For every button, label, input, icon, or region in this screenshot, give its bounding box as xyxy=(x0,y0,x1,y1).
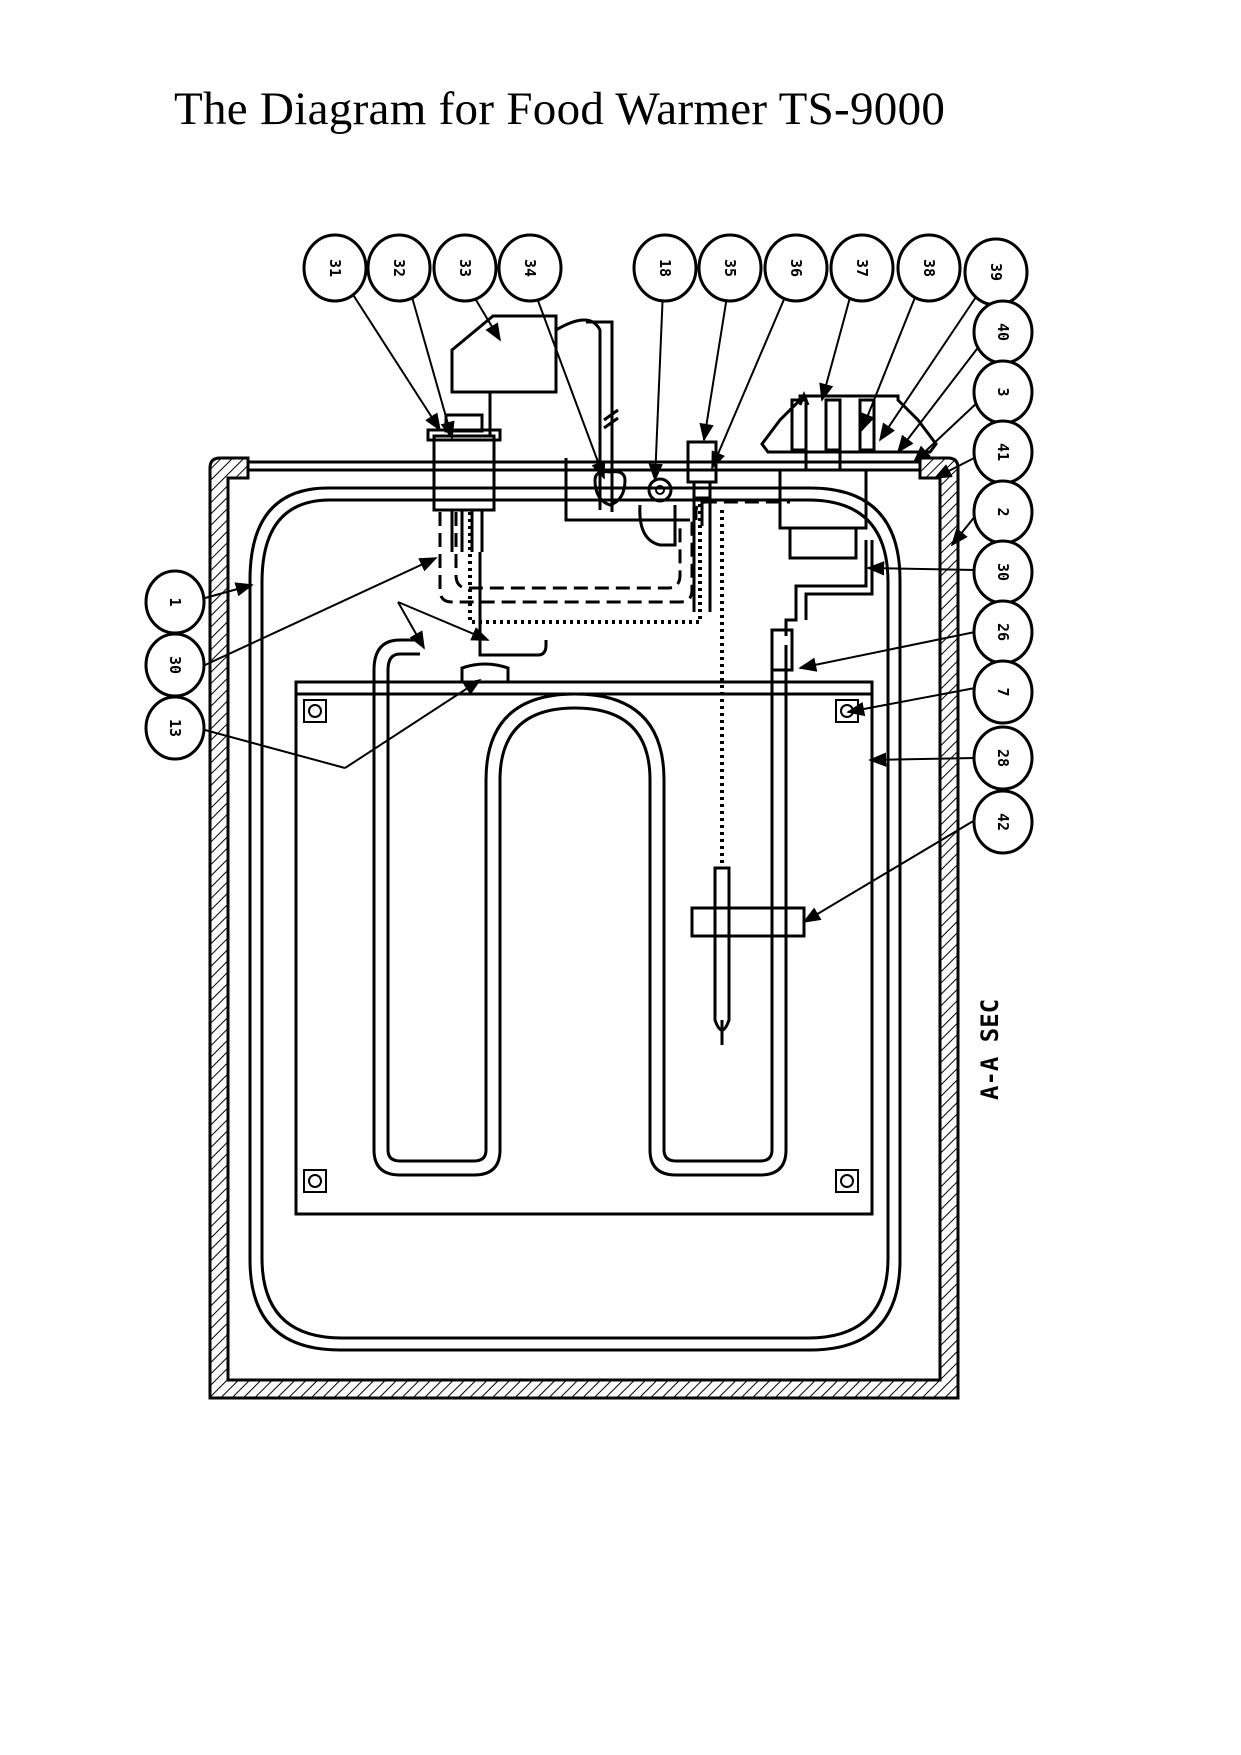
callout-7: 7 xyxy=(972,659,1034,725)
section-label: A-A SEC xyxy=(976,999,1004,1100)
svg-text:28: 28 xyxy=(994,749,1012,767)
heating-plate xyxy=(294,680,874,1216)
svg-text:35: 35 xyxy=(721,259,739,277)
callout-33: 33 xyxy=(432,233,498,303)
ignition-module xyxy=(450,314,619,512)
plate-bolt xyxy=(303,1169,327,1193)
svg-text:31: 31 xyxy=(326,259,344,277)
callout-30-right: 30 xyxy=(972,539,1034,605)
callout-34: 34 xyxy=(497,233,563,303)
callout-42: 42 xyxy=(972,789,1034,855)
svg-text:2: 2 xyxy=(994,507,1012,516)
callout-41: 41 xyxy=(972,419,1034,485)
page-title: The Diagram for Food Warmer TS-9000 xyxy=(174,83,946,135)
outer-housing xyxy=(208,456,960,1400)
gas-lines xyxy=(438,500,790,624)
svg-text:42: 42 xyxy=(994,813,1012,831)
svg-text:34: 34 xyxy=(521,259,539,277)
gas-valve xyxy=(426,413,548,657)
callout-2: 2 xyxy=(972,479,1034,545)
callout-3: 3 xyxy=(972,359,1034,425)
callouts: 31 32 33 34 18 35 36 37 xyxy=(144,233,1034,855)
thermostat-regulator xyxy=(760,390,938,636)
svg-text:38: 38 xyxy=(920,259,938,277)
svg-text:30: 30 xyxy=(166,656,184,674)
plate-bolt xyxy=(835,1169,859,1193)
svg-text:36: 36 xyxy=(787,259,805,277)
svg-text:7: 7 xyxy=(994,687,1012,696)
svg-text:3: 3 xyxy=(994,387,1012,396)
callout-37: 37 xyxy=(829,233,895,303)
callout-38: 38 xyxy=(896,233,962,303)
svg-text:41: 41 xyxy=(994,443,1012,461)
callout-18: 18 xyxy=(632,233,698,303)
callout-28: 28 xyxy=(972,725,1034,791)
burner-tube xyxy=(372,628,794,1177)
callout-39: 39 xyxy=(963,237,1029,307)
svg-text:30: 30 xyxy=(994,563,1012,581)
svg-text:26: 26 xyxy=(994,623,1012,641)
callout-1: 1 xyxy=(144,569,206,635)
svg-text:32: 32 xyxy=(390,259,408,277)
callout-36: 36 xyxy=(763,233,829,303)
callout-13: 13 xyxy=(144,695,206,761)
svg-text:18: 18 xyxy=(656,259,674,277)
svg-text:13: 13 xyxy=(166,719,184,737)
callout-26: 26 xyxy=(972,599,1034,665)
callout-31: 31 xyxy=(302,233,368,303)
svg-text:33: 33 xyxy=(456,259,474,277)
callout-30-left: 30 xyxy=(144,632,206,698)
plate-bolt xyxy=(303,699,327,723)
svg-text:37: 37 xyxy=(853,259,871,277)
callout-40: 40 xyxy=(972,299,1034,365)
ignitor xyxy=(564,458,690,547)
svg-text:1: 1 xyxy=(166,597,184,606)
svg-text:40: 40 xyxy=(994,323,1012,341)
inner-well xyxy=(248,486,902,1352)
svg-text:39: 39 xyxy=(987,263,1005,281)
callout-leaders xyxy=(204,287,983,923)
pilot-assembly xyxy=(686,440,718,612)
callout-35: 35 xyxy=(697,233,763,303)
callout-32: 32 xyxy=(366,233,432,303)
